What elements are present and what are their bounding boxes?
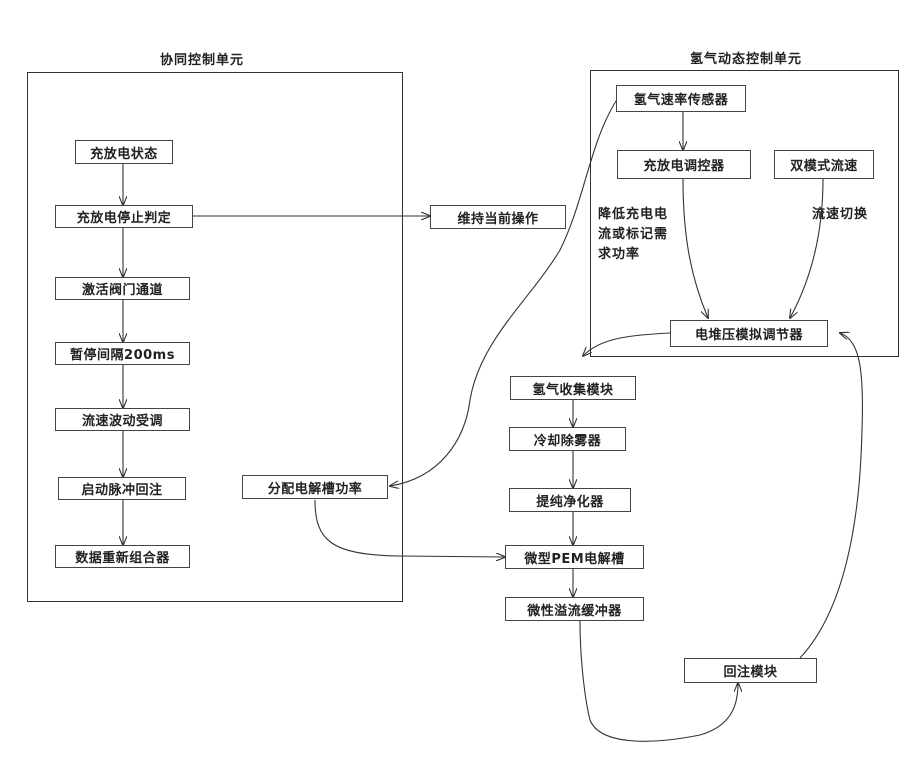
controller-note-line-1: 降低充电电: [598, 205, 668, 225]
step-flow-fluctuation[interactable]: 流速波动受调: [55, 408, 190, 431]
charge-discharge-controller[interactable]: 充放电调控器: [617, 150, 751, 179]
coordination-control-unit-title: 协同控制单元: [160, 49, 244, 68]
injection-module[interactable]: 回注模块: [684, 658, 817, 683]
edge-injection-to-regulator: [800, 333, 862, 658]
step-pulse-injection[interactable]: 启动脉冲回注: [58, 477, 186, 500]
maintain-current-operation[interactable]: 维持当前操作: [430, 205, 566, 229]
stack-pressure-regulator[interactable]: 电堆压模拟调节器: [670, 320, 828, 347]
purifier[interactable]: 提纯净化器: [509, 488, 631, 512]
hydrogen-collection-module[interactable]: 氢气收集模块: [510, 376, 636, 400]
micro-pem-electrolyzer[interactable]: 微型PEM电解槽: [505, 545, 644, 569]
flow-switch-note: 流速切换: [812, 205, 868, 225]
overflow-buffer[interactable]: 微性溢流缓冲器: [505, 597, 644, 621]
step-data-recombine[interactable]: 数据重新组合器: [55, 545, 190, 568]
cooling-demister[interactable]: 冷却除雾器: [509, 427, 626, 451]
step-stop-judgement[interactable]: 充放电停止判定: [55, 205, 193, 228]
step-pause-interval[interactable]: 暂停间隔200ms: [55, 342, 190, 365]
controller-note-line-2: 流或标记需: [598, 225, 668, 245]
allocate-electrolyzer-power[interactable]: 分配电解槽功率: [242, 475, 388, 499]
step-activate-valve[interactable]: 激活阀门通道: [55, 277, 190, 300]
hydrogen-rate-sensor[interactable]: 氢气速率传感器: [616, 85, 746, 112]
step-charge-discharge-state[interactable]: 充放电状态: [75, 140, 173, 164]
controller-note-line-3: 求功率: [598, 245, 668, 265]
controller-note: 降低充电电 流或标记需 求功率: [598, 205, 668, 265]
hydrogen-dynamic-control-unit-title: 氢气动态控制单元: [690, 48, 802, 67]
dual-mode-flow[interactable]: 双模式流速: [774, 150, 874, 179]
